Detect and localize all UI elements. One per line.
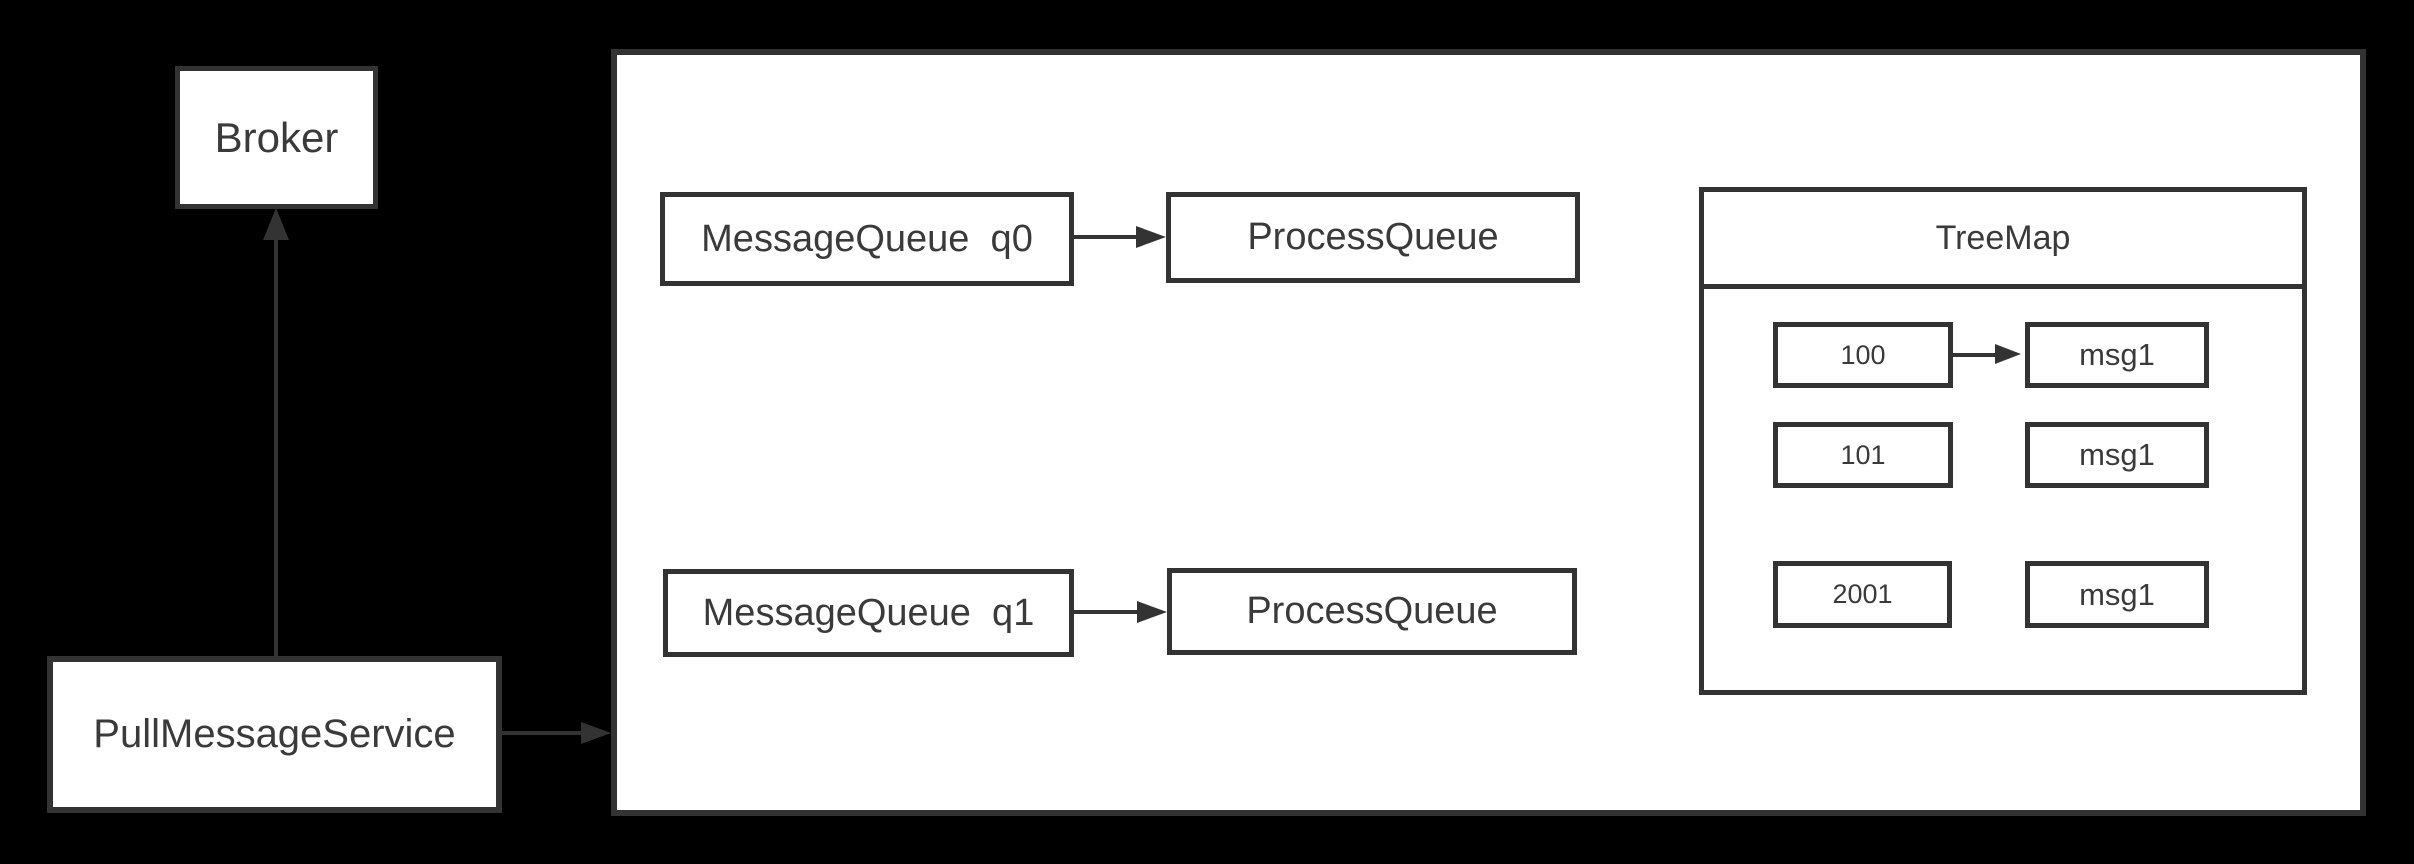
arrow-q0-to-processqueue-arrowhead-icon: [1136, 226, 1166, 248]
broker-label: Broker: [214, 113, 339, 161]
treemap-msg1-top-label: msg1: [2079, 337, 2155, 372]
treemap-key-100-node: 100: [1773, 322, 1953, 388]
broker-node: Broker: [175, 66, 378, 209]
process-queue-bottom-node: ProcessQueue: [1167, 568, 1577, 655]
pull-message-service-node: PullMessageService: [47, 656, 502, 813]
arrow-pullmessageservice-to-broker-arrowhead-icon: [263, 208, 289, 240]
arrow-100-to-msg1-line: [1953, 353, 1998, 357]
treemap-title: TreeMap: [1935, 218, 2071, 257]
arrow-q1-to-processqueue-arrowhead-icon: [1137, 601, 1167, 623]
message-queue-q0-node: MessageQueue q0: [660, 192, 1074, 286]
treemap-msg1-middle-label: msg1: [2079, 437, 2155, 472]
pull-message-service-label: PullMessageService: [93, 712, 456, 756]
arrow-pullmessageservice-to-container-arrowhead-icon: [581, 722, 611, 744]
message-queue-q1-label: MessageQueue q1: [702, 591, 1035, 634]
process-queue-top-label: ProcessQueue: [1247, 216, 1499, 258]
treemap-msg1-bottom-node: msg1: [2025, 561, 2209, 628]
treemap-msg1-top-node: msg1: [2025, 322, 2209, 388]
treemap-key-100-label: 100: [1840, 339, 1886, 370]
treemap-header: TreeMap: [1704, 192, 2302, 289]
treemap-key-2001-label: 2001: [1832, 579, 1893, 609]
arrow-pullmessageservice-to-broker-line: [274, 238, 278, 660]
arrow-100-to-msg1-arrowhead-icon: [1995, 344, 2021, 364]
treemap-key-2001-node: 2001: [1773, 561, 1952, 628]
arrow-pullmessageservice-to-container-line: [502, 731, 582, 735]
treemap-msg1-middle-node: msg1: [2025, 422, 2209, 488]
arrow-q1-to-processqueue-line: [1074, 610, 1139, 614]
message-queue-q1-node: MessageQueue q1: [663, 569, 1074, 657]
process-queue-bottom-label: ProcessQueue: [1246, 590, 1498, 632]
treemap-key-101-node: 101: [1773, 422, 1953, 488]
process-queue-top-node: ProcessQueue: [1166, 192, 1580, 283]
treemap-key-101-label: 101: [1840, 439, 1886, 470]
treemap-msg1-bottom-label: msg1: [2079, 576, 2155, 612]
message-queue-q0-label: MessageQueue q0: [701, 217, 1033, 260]
arrow-q0-to-processqueue-line: [1074, 235, 1138, 239]
